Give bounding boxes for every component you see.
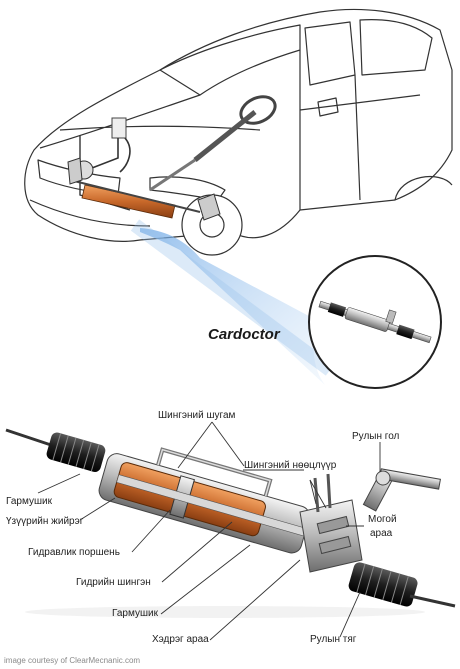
steering-knuckle-left (67, 157, 83, 185)
hydraulic-line (91, 137, 131, 173)
steering-column (193, 110, 257, 162)
fluid-reservoir (111, 117, 127, 139)
right-boot (348, 562, 418, 607)
rack-diagram (5, 428, 456, 608)
door-line (299, 50, 421, 210)
car-steering-system (67, 95, 277, 221)
label-fluid-line: Шингэний шугам (158, 410, 236, 421)
steering-wheel (239, 95, 277, 125)
windshield (159, 24, 301, 96)
right-tie-rod (409, 594, 456, 608)
steering-knuckle-right (197, 193, 221, 221)
label-fluid-reservoir: Шингэний нөөцлүүр (244, 460, 337, 471)
label-steering-column: Рулын гол (352, 431, 400, 442)
input-shaft (362, 468, 441, 512)
image-credit: image courtesy of ClearMecnanic.com (4, 656, 141, 665)
brand-label: Cardoctor (208, 326, 280, 343)
rear-wheel-arch (394, 176, 453, 201)
label-tie-rod: Рулын тяг (310, 634, 357, 645)
label-gear-rack: Хэдрэг араа (152, 634, 209, 645)
leader-lines (37, 421, 381, 641)
label-pinion-line2: араа (370, 528, 393, 539)
label-pinion-line1: Могой (368, 514, 397, 525)
bumper (29, 199, 151, 227)
magnified-rack (318, 300, 432, 344)
label-boot-right: Гармушик (112, 608, 158, 619)
car-illustration (24, 8, 453, 256)
pinion-valve (299, 473, 363, 573)
rack-housing (98, 447, 310, 554)
left-boot (46, 432, 106, 473)
label-inner-seal: Үзүүрийн жийрэг (6, 516, 84, 527)
label-hydraulic-piston: Гидравлик поршень (28, 547, 120, 558)
magnifier-beam (140, 228, 325, 385)
side-window-rear (359, 19, 433, 76)
label-boot-left: Гармушик (6, 496, 52, 507)
label-hydraulic-fluid: Гидрийн шингэн (76, 577, 151, 588)
grille (37, 159, 121, 196)
